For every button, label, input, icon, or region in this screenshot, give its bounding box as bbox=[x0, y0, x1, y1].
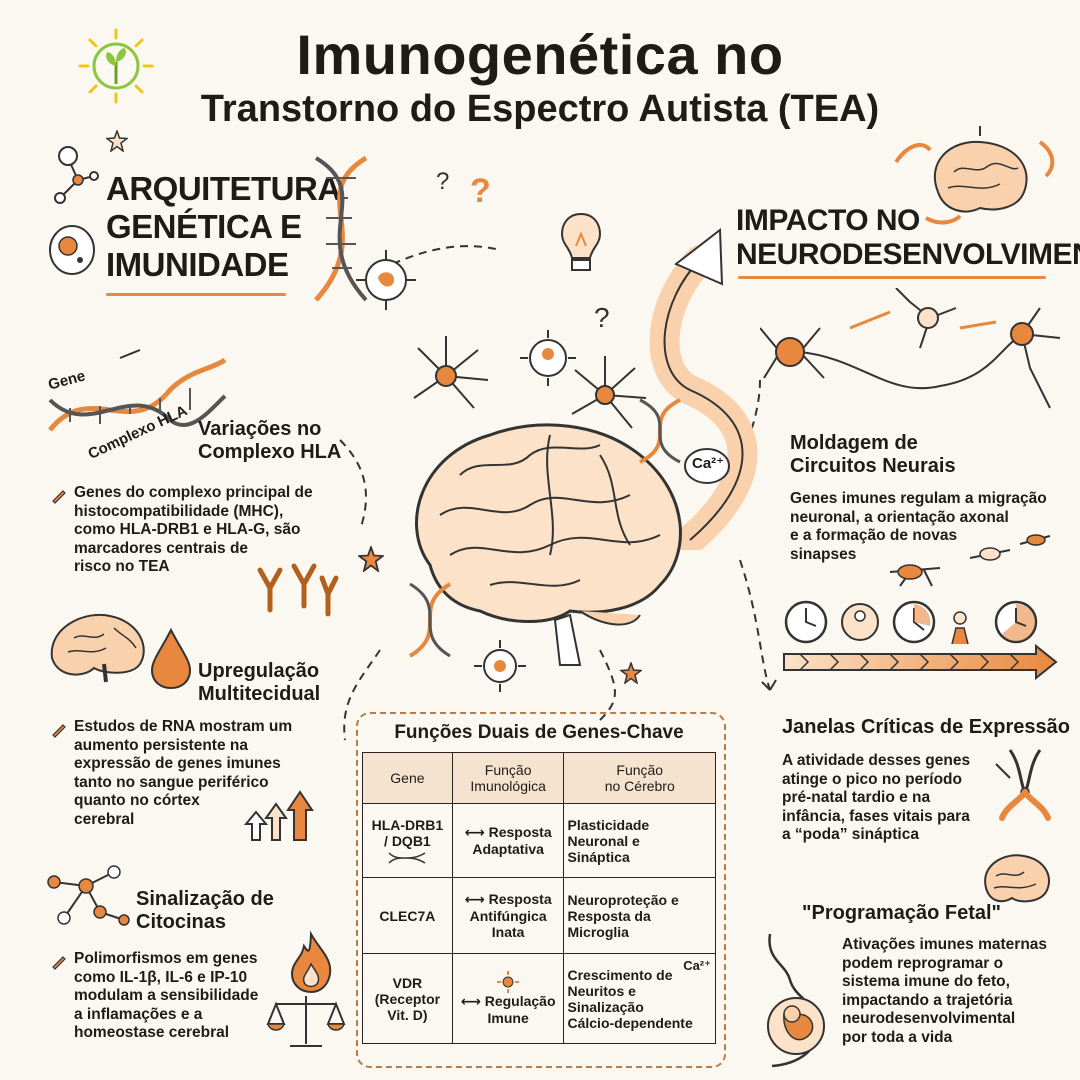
table-cell-immune: ⟷ Regulação Imune bbox=[451, 953, 565, 1044]
neuron-icon bbox=[571, 356, 647, 429]
molecule-icon bbox=[54, 146, 99, 204]
table-cell-brain: Crescimento de Neuritos e Sinalização Cá… bbox=[563, 953, 716, 1044]
migrating-neurons-icon bbox=[889, 534, 1051, 587]
dna-mini-icon bbox=[388, 851, 426, 864]
calcium-label: Ca²⁺ bbox=[692, 455, 725, 472]
fetus-womb-icon bbox=[767, 933, 825, 1068]
right-heading-underline bbox=[738, 276, 1046, 279]
left-block-1-title: Variações no Complexo HLA bbox=[198, 418, 342, 463]
table-cell-immune: ⟷ Resposta Adaptativa bbox=[451, 803, 565, 878]
sun-sprout-logo-icon bbox=[78, 28, 154, 104]
pencil-bullet-icon bbox=[52, 724, 66, 738]
gene-table: Gene Função Imunológica Função no Cérebr… bbox=[362, 752, 716, 1044]
neuron-icon bbox=[413, 336, 489, 409]
table-header-immune: Função Imunológica bbox=[451, 752, 565, 804]
neuron-chain-icon bbox=[760, 288, 1061, 409]
table-cell-brain: Neuroproteção e Resposta da Microglia bbox=[563, 877, 716, 954]
pruning-shears-icon bbox=[995, 749, 1051, 821]
virus-icon bbox=[474, 640, 526, 692]
brain-sagittal-icon bbox=[50, 613, 145, 683]
left-block-3-title: Sinalização de Citocinas bbox=[136, 888, 274, 933]
left-block-3-text: Polimorfismos em genes como IL-1β, IL-6 … bbox=[74, 950, 259, 1041]
question-mark-icon: ? bbox=[470, 172, 491, 210]
table-cell-brain: Plasticidade Neuronal e Sináptica bbox=[563, 803, 716, 878]
drop-icon bbox=[150, 627, 192, 690]
table-cell-gene: VDR (Receptor Vit. D) bbox=[362, 953, 453, 1044]
cell-icon bbox=[49, 225, 95, 275]
star-icon bbox=[358, 546, 384, 572]
swoosh-arrow-icon bbox=[649, 228, 758, 550]
left-block-2-title: Upregulação Multitecidual bbox=[198, 660, 321, 705]
right-block-1-title: Moldagem de Circuitos Neurais bbox=[790, 432, 956, 477]
right-block-3-title: "Programação Fetal" bbox=[802, 902, 1002, 924]
table-header-gene: Gene bbox=[362, 752, 453, 804]
dna-small-icon bbox=[639, 398, 681, 464]
gene-hla-dna-icon bbox=[48, 349, 227, 432]
sun-mini-icon bbox=[497, 971, 520, 993]
right-block-2-text: A atividade desses genes atinge o pico n… bbox=[782, 752, 971, 843]
pencil-bullet-icon bbox=[52, 956, 66, 970]
star-icon bbox=[106, 130, 128, 152]
table-cell-immune: ⟷ Resposta Antifúngica Inata bbox=[451, 877, 565, 954]
antibody-icon bbox=[257, 563, 339, 617]
table-row: CLEC7A ⟷ Resposta Antifúngica Inata Neur… bbox=[362, 877, 716, 954]
table-cell-gene: HLA-DRB1 / DQB1 bbox=[362, 803, 453, 878]
timeline-icon bbox=[783, 600, 1058, 681]
gene-table-title: Funções Duais de Genes-Chave bbox=[394, 722, 684, 743]
pencil-bullet-icon bbox=[52, 490, 66, 504]
right-section-heading: IMPACTO NO NEURODESENVOLVIMENTO bbox=[736, 204, 1080, 271]
virus-icon bbox=[520, 330, 576, 386]
left-block-2-text: Estudos de RNA mostram um aumento persis… bbox=[74, 718, 293, 828]
table-header-brain: Função no Cérebro bbox=[563, 752, 716, 804]
table-header-row: Gene Função Imunológica Função no Cérebr… bbox=[362, 752, 716, 804]
gene-table-frame bbox=[356, 712, 726, 1068]
right-block-1-text: Genes imunes regulam a migração neuronal… bbox=[790, 490, 1047, 563]
star-icon bbox=[620, 662, 642, 684]
page-subtitle: Transtorno do Espectro Autista (TEA) bbox=[200, 88, 880, 130]
question-mark-icon: ? bbox=[594, 302, 610, 333]
table-row: HLA-DRB1 / DQB1 ⟷ Resposta Adaptativa Pl… bbox=[362, 803, 716, 878]
left-heading-underline bbox=[106, 293, 286, 296]
small-brain-icon bbox=[984, 854, 1051, 903]
page-title: Imunogenética no bbox=[296, 23, 784, 86]
brain-arrows-icon bbox=[894, 126, 1055, 225]
table-ca-label: Ca²⁺ bbox=[683, 958, 711, 973]
network-icon bbox=[47, 865, 130, 926]
flame-icon bbox=[290, 930, 332, 994]
central-brain-icon bbox=[415, 423, 682, 666]
question-mark-icon: ? bbox=[436, 168, 450, 195]
left-section-heading: ARQUITETURA GENÉTICA E IMUNIDADE bbox=[106, 170, 341, 283]
calcium-circle-icon bbox=[684, 448, 730, 484]
table-cell-gene: CLEC7A bbox=[362, 877, 453, 954]
up-arrows-icon bbox=[244, 790, 314, 841]
lightbulb-icon bbox=[560, 212, 602, 271]
dna-small-icon bbox=[408, 582, 452, 658]
right-block-3-text: Ativações imunes maternas podem reprogra… bbox=[842, 936, 1048, 1046]
balance-scale-icon bbox=[266, 996, 346, 1047]
table-row: VDR (Receptor Vit. D) ⟷ Regulação Imune … bbox=[362, 953, 716, 1044]
dna-helix-icon bbox=[314, 155, 368, 302]
left-block-1-text: Genes do complexo principal de histocomp… bbox=[74, 484, 313, 575]
right-block-2-title: Janelas Críticas de Expressão bbox=[782, 716, 1070, 738]
virus-icon bbox=[356, 250, 416, 310]
